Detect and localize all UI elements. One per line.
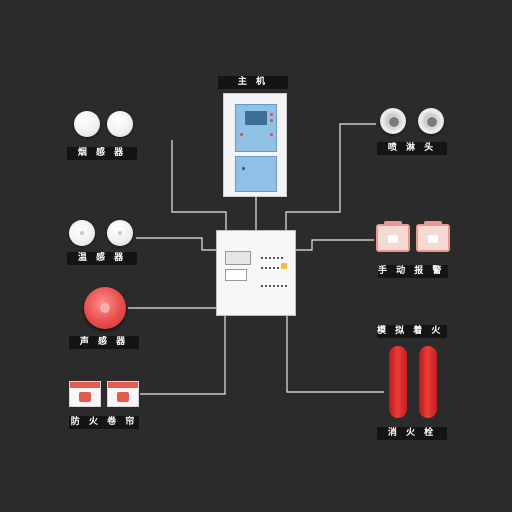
indicator-dot	[240, 133, 243, 136]
shutter-header	[108, 382, 138, 388]
indicator-dot	[242, 167, 245, 170]
cabinet-upper-panel	[235, 104, 277, 152]
wire-hydrant	[286, 316, 384, 393]
host-cabinet[interactable]	[223, 93, 287, 197]
sprinkler-label: 喷 淋 头	[377, 142, 447, 155]
manual-call-point[interactable]	[376, 221, 410, 252]
shutter-header	[70, 382, 100, 388]
smoke-detector[interactable]	[107, 111, 133, 137]
wire-shutter	[140, 316, 226, 395]
wire-smoke	[171, 140, 227, 230]
hydrant-cylinder[interactable]	[419, 346, 437, 418]
shutter-button-icon	[79, 392, 91, 402]
breaker-row	[261, 285, 287, 289]
hydrant-label: 消 火 栓	[377, 427, 447, 440]
sprinkler-head[interactable]	[418, 108, 444, 134]
shutter-button-box[interactable]	[69, 381, 101, 407]
smoke-label: 烟 感 器	[67, 147, 137, 160]
panel-display	[225, 251, 251, 265]
hydrant-cylinder[interactable]	[389, 346, 407, 418]
host-label: 主 机	[218, 76, 288, 89]
breaker-row	[261, 267, 279, 271]
shutter-button-icon	[117, 392, 129, 402]
sound-label: 声 感 器	[69, 336, 139, 349]
warning-icon	[281, 263, 287, 269]
temperature-detector[interactable]	[107, 220, 133, 246]
cabinet-lower-panel	[235, 156, 277, 192]
wire-sprinkler	[285, 123, 376, 230]
temp-label: 温 感 器	[67, 252, 137, 265]
smoke-detector[interactable]	[74, 111, 100, 137]
indicator-dot	[270, 113, 273, 116]
manual-alarm-label: 手 动 报 警 器	[378, 265, 448, 278]
manual-call-point[interactable]	[416, 221, 450, 252]
sprinkler-head[interactable]	[380, 108, 406, 134]
indicator-dot	[270, 119, 273, 122]
temperature-detector[interactable]	[69, 220, 95, 246]
wire-manual	[296, 239, 374, 251]
shutter-label: 防 火 卷 帘	[69, 416, 139, 429]
simulated-fire-label: 模 拟 着 火 点	[377, 325, 447, 338]
cabinet-screen	[245, 111, 267, 125]
sound-alarm[interactable]	[84, 287, 126, 329]
wire-temp	[136, 237, 216, 251]
shutter-button-box[interactable]	[107, 381, 139, 407]
indicator-dot	[270, 133, 273, 136]
control-panel[interactable]	[216, 230, 296, 316]
breaker-row	[261, 257, 283, 261]
panel-display	[225, 269, 247, 281]
